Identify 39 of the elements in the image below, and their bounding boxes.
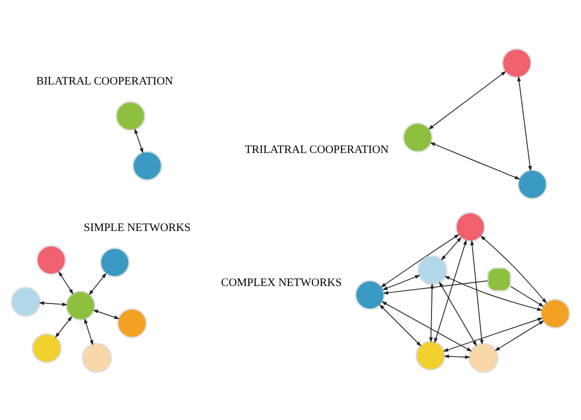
node-circle bbox=[117, 308, 147, 338]
arrow bbox=[134, 128, 144, 153]
arrow bbox=[382, 274, 420, 290]
arrow bbox=[84, 318, 94, 345]
arrow bbox=[430, 142, 520, 179]
arrow bbox=[88, 272, 107, 295]
arrow bbox=[428, 70, 506, 130]
label: SIMPLE NETWORKS bbox=[84, 221, 191, 234]
arrow bbox=[494, 320, 544, 351]
node-circle bbox=[10, 286, 41, 316]
node-box bbox=[487, 266, 512, 292]
arrow bbox=[470, 239, 484, 344]
arrow bbox=[381, 300, 472, 352]
arrow bbox=[517, 76, 532, 171]
arrow bbox=[439, 281, 477, 346]
node-circle bbox=[468, 342, 498, 372]
arrow bbox=[434, 239, 467, 343]
arrow bbox=[480, 235, 547, 303]
arrow bbox=[379, 304, 422, 346]
arrow bbox=[38, 300, 68, 306]
arrow bbox=[92, 309, 120, 319]
node-circle bbox=[517, 168, 548, 199]
arrow bbox=[444, 354, 470, 358]
node-circle bbox=[132, 150, 162, 180]
node-circle bbox=[116, 100, 146, 131]
arrow bbox=[441, 236, 462, 260]
arrow bbox=[382, 280, 488, 294]
arrow bbox=[380, 234, 460, 287]
label: TRILATRAL COOPERATION bbox=[244, 143, 389, 156]
arrow bbox=[510, 286, 544, 306]
label: BILATRAL COOPERATION bbox=[36, 74, 174, 87]
arrow bbox=[429, 282, 434, 342]
node-circle bbox=[82, 342, 112, 372]
arrow bbox=[444, 275, 542, 310]
label: COMPLEX NETWORKS bbox=[221, 276, 342, 289]
arrow bbox=[55, 316, 72, 338]
arrow bbox=[442, 317, 543, 352]
node-circle bbox=[36, 244, 66, 275]
arrow bbox=[58, 270, 74, 294]
